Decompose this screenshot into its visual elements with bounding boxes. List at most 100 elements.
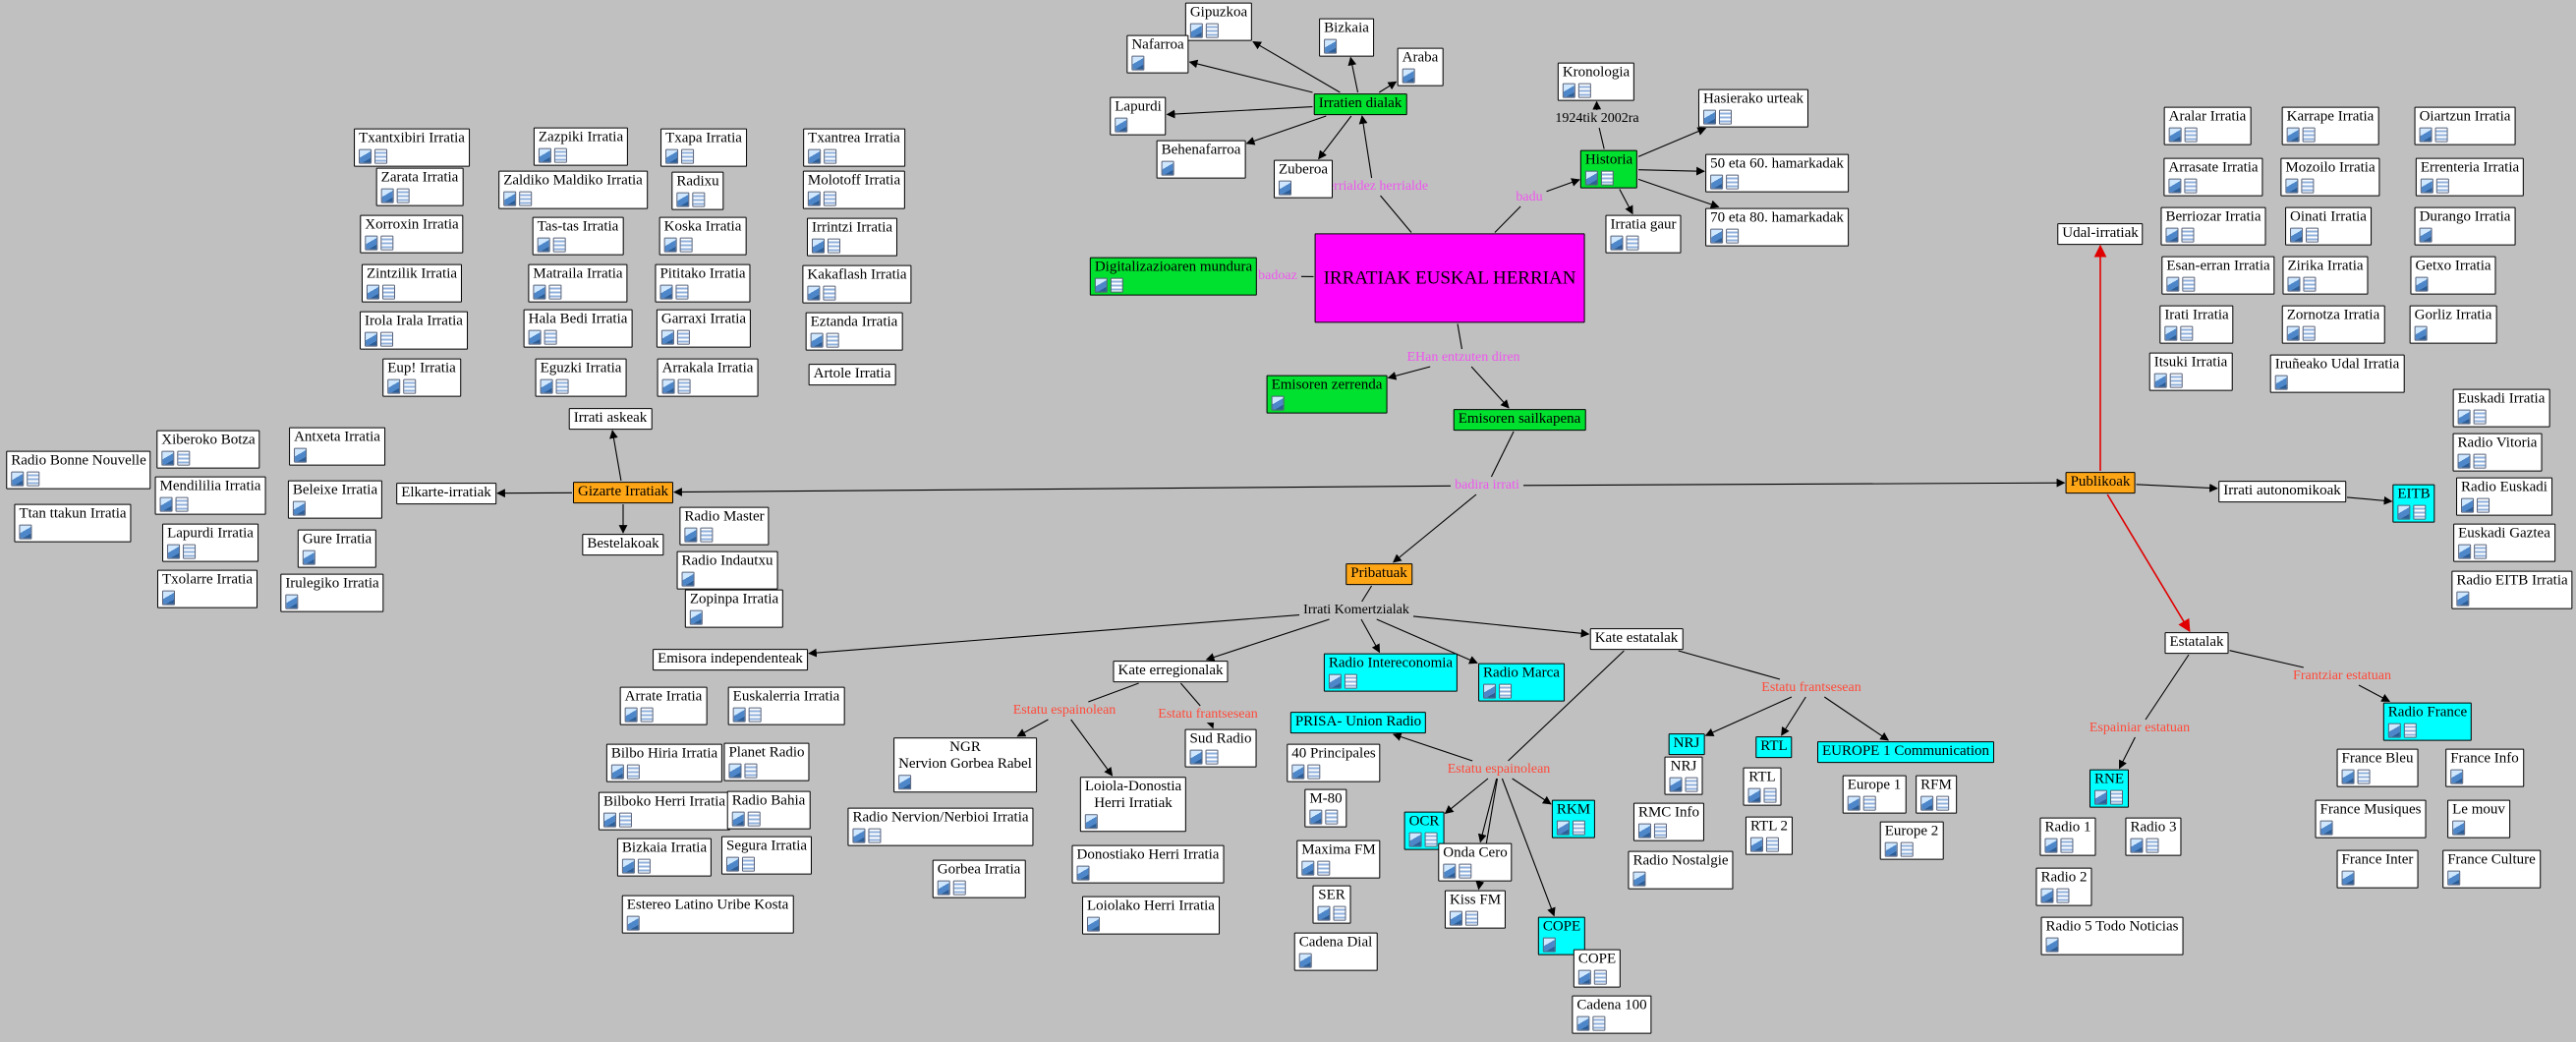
concept-node-kakaflash[interactable]: Kakaflash Irratia	[802, 264, 912, 304]
concept-node-sud-radio[interactable]: Sud Radio	[1184, 728, 1257, 768]
concept-node-zuberoa[interactable]: Zuberoa	[1274, 159, 1333, 199]
image-resource-icon[interactable]	[684, 527, 698, 543]
concept-node-karrape[interactable]: Karrape Irratia	[2281, 106, 2379, 145]
image-resource-icon[interactable]	[1402, 68, 1415, 84]
image-resource-icon[interactable]	[2397, 504, 2411, 520]
document-resource-icon[interactable]	[1459, 863, 1472, 879]
image-resource-icon[interactable]	[1577, 969, 1591, 985]
document-resource-icon[interactable]	[1205, 749, 1219, 765]
document-resource-icon[interactable]	[618, 812, 632, 828]
image-resource-icon[interactable]	[1749, 837, 1763, 852]
image-resource-icon[interactable]	[1747, 787, 1761, 803]
document-resource-icon[interactable]	[2303, 276, 2317, 292]
image-resource-icon[interactable]	[728, 763, 742, 779]
document-resource-icon[interactable]	[2056, 888, 2070, 903]
concept-node-principales-40[interactable]: 40 Principales	[1287, 743, 1381, 782]
concept-node-irratien-dialak[interactable]: Irratien dialak	[1313, 93, 1407, 115]
concept-node-euskadi-gaztea[interactable]: Euskadi Gaztea	[2453, 523, 2555, 562]
concept-node-pribatuak[interactable]: Pribatuak	[1345, 563, 1412, 585]
document-resource-icon[interactable]	[1862, 795, 1876, 811]
concept-node-bizkaia[interactable]: Bizkaia	[1319, 18, 1374, 57]
concept-node-oinati[interactable]: Oinati Irratia	[2285, 206, 2372, 246]
concept-node-elkarte-irratiak[interactable]: Elkarte-irratiak	[396, 483, 496, 504]
concept-node-estatalak[interactable]: Estatalak	[2164, 632, 2229, 654]
image-resource-icon[interactable]	[1291, 764, 1305, 780]
document-resource-icon[interactable]	[868, 828, 882, 843]
document-resource-icon[interactable]	[1718, 109, 1732, 125]
concept-node-segura[interactable]: Segura Irratia	[720, 836, 813, 875]
concept-node-kronologia[interactable]: Kronologia	[1557, 62, 1635, 101]
concept-node-radio-nostalgie[interactable]: Radio Nostalgie	[1628, 850, 1734, 890]
image-resource-icon[interactable]	[2274, 375, 2288, 390]
image-resource-icon[interactable]	[610, 764, 624, 780]
image-resource-icon[interactable]	[1087, 916, 1101, 932]
concept-node-ngr[interactable]: NGR Nervion Gorbea Rabel	[893, 737, 1037, 792]
image-resource-icon[interactable]	[1637, 823, 1651, 839]
concept-node-euskadi-irratia[interactable]: Euskadi Irratia	[2452, 388, 2550, 428]
image-resource-icon[interactable]	[624, 707, 638, 723]
image-resource-icon[interactable]	[359, 148, 372, 164]
concept-node-france-info[interactable]: France Info	[2445, 748, 2524, 787]
concept-node-zopinpa[interactable]: Zopinpa Irratia	[684, 589, 784, 628]
concept-node-irrati-askeak[interactable]: Irrati askeak	[568, 408, 653, 430]
concept-node-nafarroa[interactable]: Nafarroa	[1126, 34, 1189, 74]
image-resource-icon[interactable]	[11, 471, 25, 487]
image-resource-icon[interactable]	[725, 856, 739, 872]
image-resource-icon[interactable]	[621, 858, 635, 874]
document-resource-icon[interactable]	[681, 148, 695, 164]
concept-node-bestelakoak[interactable]: Bestelakoak	[582, 534, 664, 555]
image-resource-icon[interactable]	[1271, 395, 1285, 411]
concept-node-arrasate[interactable]: Arrasate Irratia	[2163, 157, 2263, 197]
document-resource-icon[interactable]	[1464, 910, 1478, 926]
image-resource-icon[interactable]	[161, 450, 175, 466]
document-resource-icon[interactable]	[548, 284, 562, 300]
image-resource-icon[interactable]	[2414, 325, 2428, 341]
image-resource-icon[interactable]	[807, 191, 821, 206]
document-resource-icon[interactable]	[637, 858, 651, 874]
concept-node-loiola-donostia[interactable]: Loiola-Donostia Herri Irratiak	[1079, 777, 1187, 832]
image-resource-icon[interactable]	[2457, 453, 2471, 469]
image-resource-icon[interactable]	[2130, 838, 2144, 853]
document-resource-icon[interactable]	[544, 329, 557, 345]
image-resource-icon[interactable]	[2286, 127, 2300, 143]
document-resource-icon[interactable]	[744, 763, 758, 779]
document-resource-icon[interactable]	[175, 496, 189, 512]
image-resource-icon[interactable]	[285, 594, 299, 609]
concept-node-bilboko-herri[interactable]: Bilboko Herri Irratia	[598, 791, 731, 831]
image-resource-icon[interactable]	[1562, 83, 1575, 98]
image-resource-icon[interactable]	[1847, 795, 1860, 811]
document-resource-icon[interactable]	[748, 707, 762, 723]
document-resource-icon[interactable]	[1424, 832, 1438, 847]
image-resource-icon[interactable]	[1443, 863, 1457, 879]
concept-node-txolarre[interactable]: Txolarre Irratia	[156, 569, 258, 608]
image-resource-icon[interactable]	[167, 544, 181, 559]
concept-node-france-bleu[interactable]: France Bleu	[2336, 748, 2419, 787]
concept-node-gizarte-irratiak[interactable]: Gizarte Irratiak	[572, 482, 674, 503]
image-resource-icon[interactable]	[159, 496, 173, 512]
concept-node-kate-erregionalak[interactable]: Kate erregionalak	[1113, 661, 1229, 682]
document-resource-icon[interactable]	[183, 544, 197, 559]
image-resource-icon[interactable]	[533, 284, 546, 300]
concept-node-lapurdi-probintzia[interactable]: Lapurdi	[1110, 96, 1167, 136]
image-resource-icon[interactable]	[380, 188, 394, 203]
concept-node-publikoak[interactable]: Publikoak	[2065, 472, 2136, 493]
concept-node-irratia-gaur[interactable]: Irratia gaur	[1605, 214, 1682, 254]
image-resource-icon[interactable]	[366, 284, 379, 300]
image-resource-icon[interactable]	[852, 828, 866, 843]
document-resource-icon[interactable]	[555, 378, 569, 394]
document-resource-icon[interactable]	[1110, 277, 1123, 293]
document-resource-icon[interactable]	[679, 237, 693, 253]
concept-node-behenafarroa[interactable]: Behenafarroa	[1156, 140, 1246, 179]
image-resource-icon[interactable]	[2452, 820, 2466, 836]
concept-node-araba[interactable]: Araba	[1397, 47, 1444, 87]
concept-node-m-80[interactable]: M-80	[1304, 788, 1347, 828]
concept-node-nrj[interactable]: NRJ	[1664, 756, 1703, 795]
concept-node-radio-eitb-irratia[interactable]: Radio EITB Irratia	[2451, 570, 2573, 609]
image-resource-icon[interactable]	[2419, 127, 2433, 143]
image-resource-icon[interactable]	[2287, 276, 2301, 292]
concept-node-radio-master[interactable]: Radio Master	[679, 506, 770, 546]
concept-node-bilbo-hiria[interactable]: Bilbo Hiria Irratia	[605, 743, 723, 782]
image-resource-icon[interactable]	[294, 447, 308, 463]
document-resource-icon[interactable]	[1653, 823, 1667, 839]
concept-node-pititako[interactable]: Pititako Irratia	[655, 263, 751, 303]
